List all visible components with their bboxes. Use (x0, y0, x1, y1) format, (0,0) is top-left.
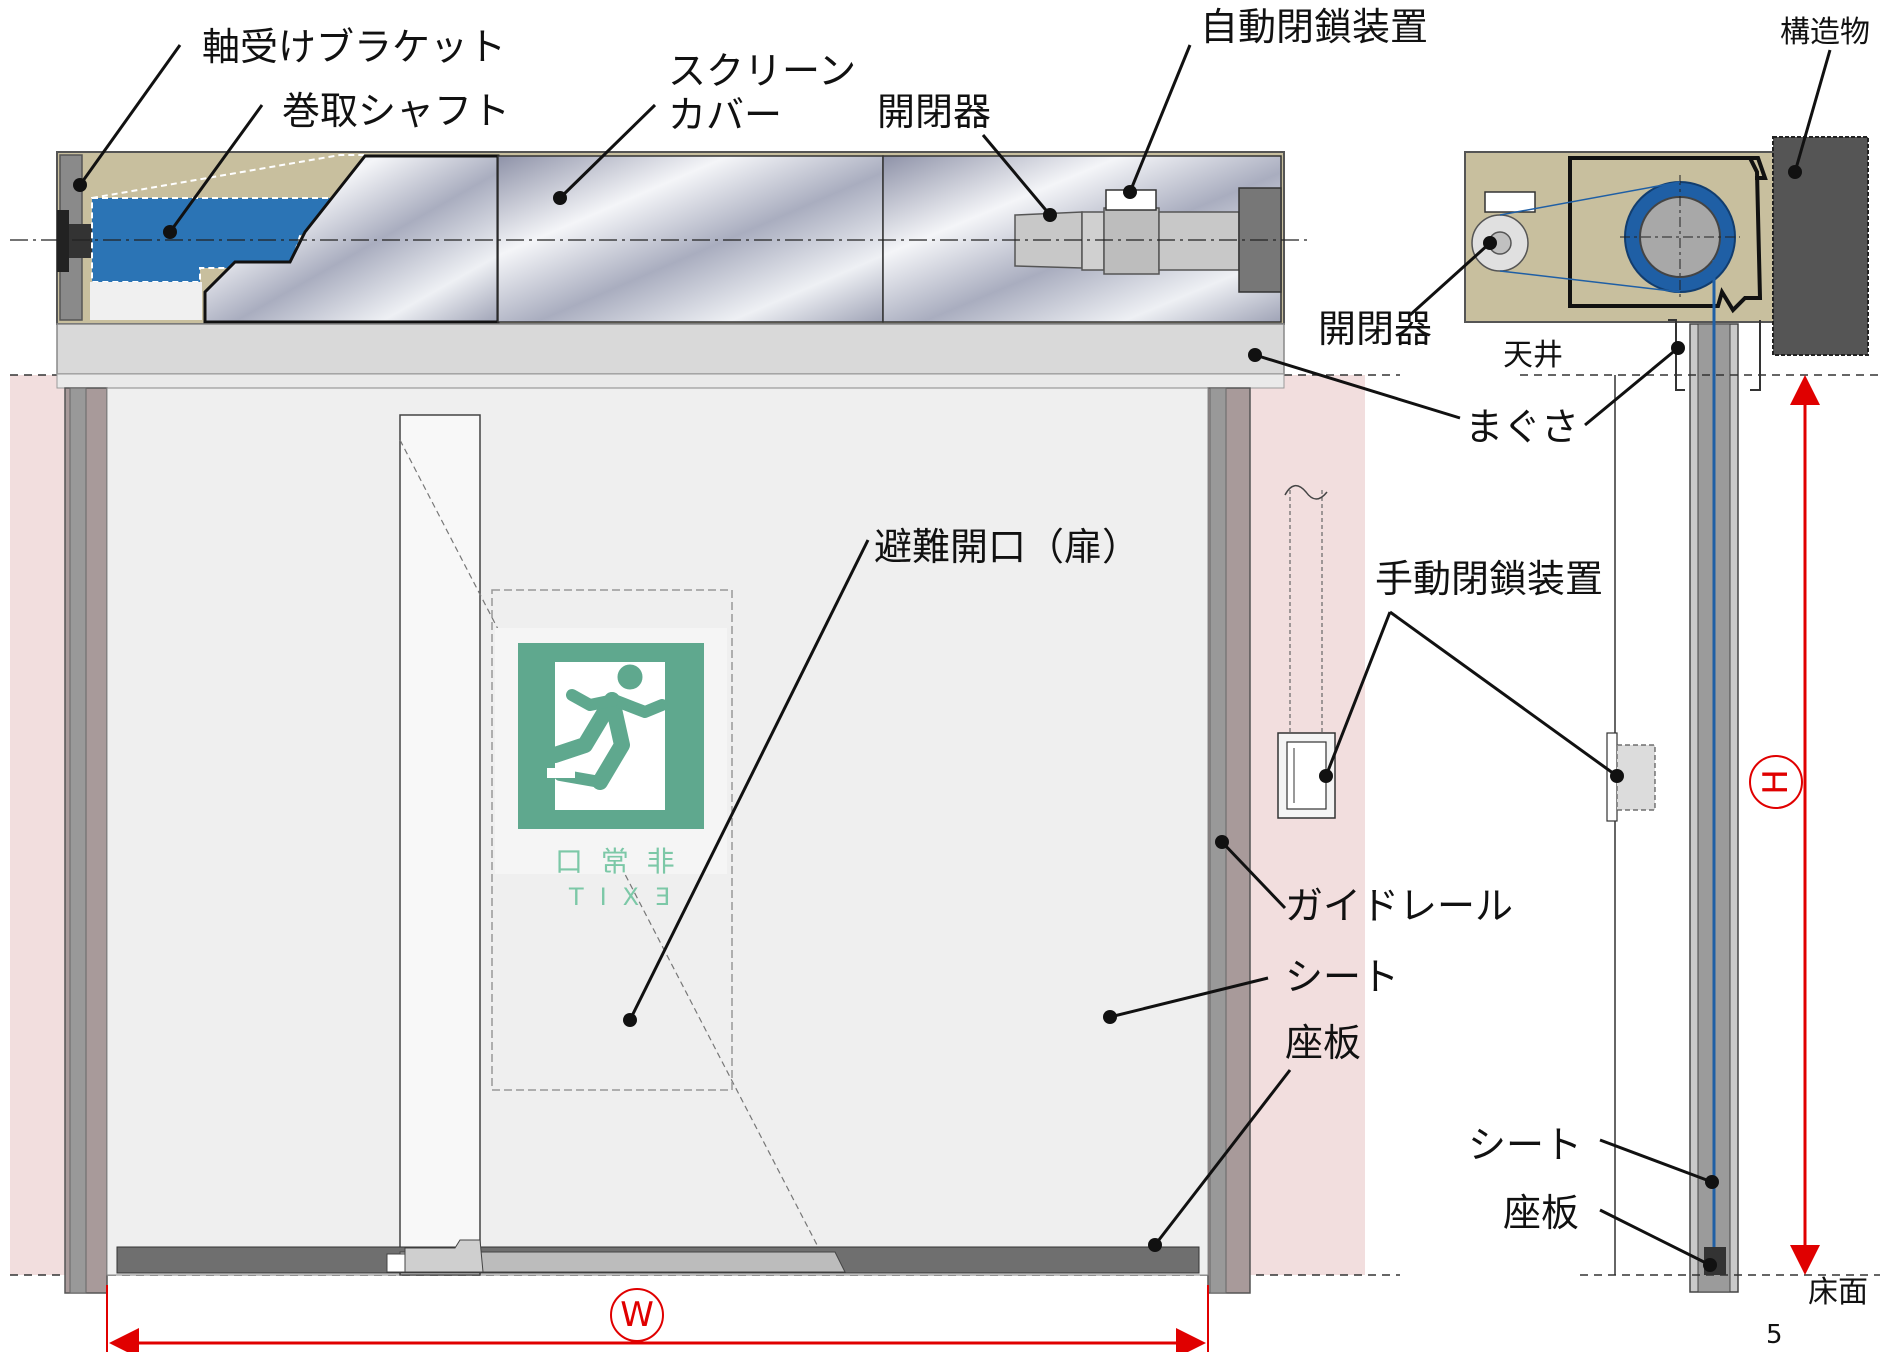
leader-evacuation-opening (628, 539, 870, 1021)
leader-opener-side (1408, 241, 1492, 317)
shaft-end-white (90, 282, 202, 320)
exit-sign-step (547, 768, 575, 778)
side-auto-close-device (1484, 191, 1536, 213)
label-opener-front: 開閉器 (877, 90, 992, 134)
label-sheet-side: シート (1468, 1123, 1583, 1167)
leader-sheet-side (1599, 1138, 1713, 1184)
exit-sign-latin: EXIT (553, 883, 671, 911)
label-ceiling: 天井 (1503, 338, 1563, 373)
label-guide-rail: ガイドレール (1285, 884, 1514, 928)
height-mark: H (1749, 755, 1803, 809)
opener-motor-rear (1158, 211, 1240, 271)
label-floor: 床面 (1808, 1275, 1868, 1310)
wall-zone-right (1240, 375, 1365, 1275)
leader-structure (1793, 49, 1832, 173)
side-magusa-left (1668, 319, 1685, 391)
bearing-bracket-cap (57, 210, 69, 272)
label-evacuation-opening: 避難開口（扉） (874, 525, 1141, 569)
side-magusa-right (1750, 320, 1761, 391)
structure-block (1772, 136, 1869, 356)
exit-sign-kanji: 非常口 (537, 845, 676, 878)
evacuation-door-panel (399, 414, 481, 1276)
opener-motor-body (1103, 207, 1160, 275)
leader-magusa-side (1584, 346, 1679, 427)
label-structure: 構造物 (1780, 15, 1870, 50)
leader-lines (78, 44, 1832, 1267)
side-chain-top (1499, 181, 1681, 216)
label-winding-shaft: 巻取シャフト (282, 89, 511, 133)
leader-manual-close-side (1389, 610, 1618, 778)
label-bottom-plate-side: 座板 (1503, 1191, 1580, 1235)
leader-auto-close (1128, 44, 1192, 193)
cord-break-mark (1284, 485, 1328, 500)
leader-bottom-plate-side (1599, 1208, 1711, 1267)
label-screen-cover: スクリーン カバー (668, 49, 857, 137)
side-cover-lip (1745, 156, 1768, 180)
door-latch-tab (386, 1253, 406, 1273)
door-swing-line (399, 439, 831, 1271)
label-manual-close-device: 手動閉鎖装置 (1375, 557, 1604, 601)
label-magusa: まぐさ (1465, 405, 1580, 449)
label-bottom-plate-front: 座板 (1285, 1021, 1362, 1065)
magusa-bar (56, 323, 1285, 375)
label-auto-close-device: 自動閉鎖装置 (1200, 5, 1429, 49)
width-mark: W (610, 1288, 664, 1342)
page-number: 5 (1766, 1320, 1783, 1350)
magusa-trim (56, 373, 1285, 389)
leader-sheet-front (1109, 976, 1269, 1019)
shaft-outline (91, 154, 365, 199)
label-opener-side: 開閉器 (1318, 307, 1433, 351)
screen-cover-mid (497, 155, 884, 323)
leader-manual-close-front (1324, 611, 1392, 777)
leader-magusa-front (1254, 353, 1461, 420)
leader-screen-cover (558, 103, 657, 200)
leader-dots (73, 165, 1802, 1272)
leader-bearing-bracket (78, 44, 182, 186)
label-bearing-bracket: 軸受けブラケット (202, 25, 507, 69)
leader-winding-shaft (168, 104, 264, 233)
leader-bottom-plate-front (1153, 1069, 1292, 1246)
opener-motor-ring (1081, 211, 1105, 271)
exit-sign-zone (491, 589, 733, 1091)
exit-sign-door (555, 662, 665, 810)
leader-guide-rail (1220, 840, 1287, 910)
guide-rail-left-inner (69, 387, 87, 1294)
leader-opener-front (981, 134, 1052, 216)
label-sheet-front: シート (1285, 955, 1400, 999)
side-chain-bottom (1499, 270, 1681, 293)
bearing-bracket (69, 224, 93, 258)
